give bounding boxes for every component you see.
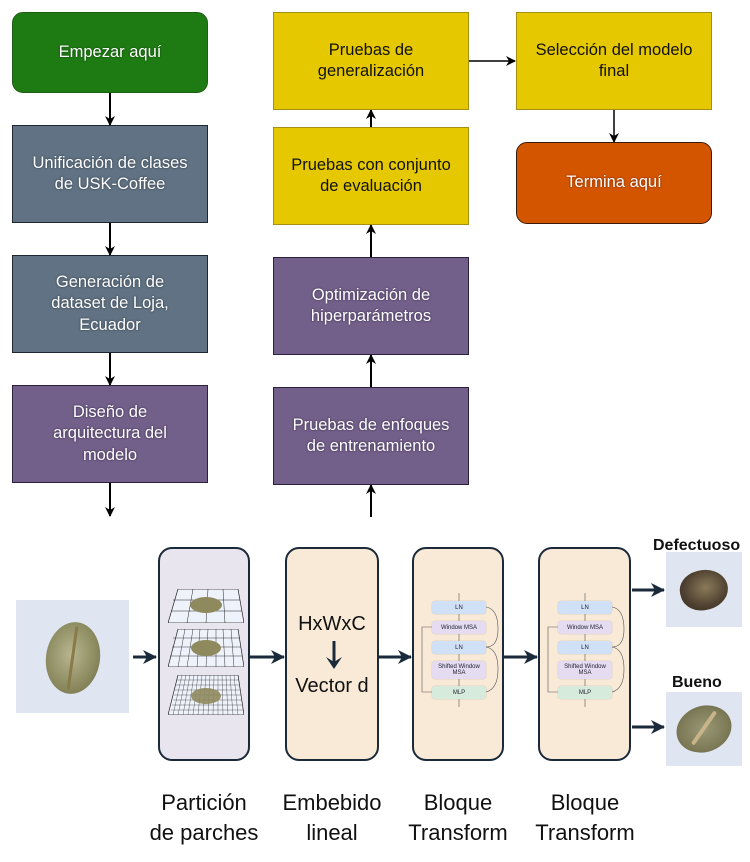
caption-line: Transform [535, 819, 635, 845]
step-unificacion-clases: Unificación de clases de USK-Coffee [12, 125, 208, 223]
linear-embedding-stage: HxWxC Vector d [285, 547, 379, 761]
step-pruebas-enfoques: Pruebas de enfoques de entrenamiento [273, 387, 469, 485]
step-label-line: Unificación de clases [32, 153, 188, 172]
mlp-block: MLP [558, 686, 612, 699]
step-label-line: Pruebas de enfoques [292, 415, 450, 434]
embedding-output-vector: Vector d [295, 675, 369, 697]
step-label-line: arquitectura del [53, 424, 167, 443]
output-label-defectuoso: Defectuoso [653, 537, 741, 554]
caption-line: Bloque [550, 790, 620, 815]
step-label-line: Selección del modelo [535, 40, 693, 59]
step-pruebas-generalizacion: Pruebas de generalización [273, 12, 469, 110]
step-label-line: Pruebas de [328, 40, 414, 59]
end-node: Termina aquí [516, 142, 712, 224]
patch-grid-coarse [168, 589, 244, 623]
layer-norm-1: LN [558, 601, 612, 614]
step-label-line: de USK-Coffee [54, 175, 166, 193]
caption-line: de parches [149, 819, 259, 845]
embedding-input-dims: HxWxC [298, 613, 366, 635]
output-label-bueno: Bueno [672, 674, 722, 691]
window-msa: Window MSA [558, 621, 612, 634]
start-node: Empezar aquí [12, 12, 208, 93]
step-label-line: dataset de Loja, [51, 294, 169, 313]
start-node-label: Empezar aquí [58, 42, 162, 61]
transformer-block-1: LN Window MSA LN Shifted Window MSA MLP [412, 547, 504, 761]
caption-line: Bloque [423, 790, 493, 815]
caption-line: lineal [306, 819, 358, 845]
layer-norm-2: LN [432, 641, 486, 654]
layer-norm-1: LN [432, 601, 486, 614]
step-label-line: de evaluación [320, 177, 422, 195]
patch-grid-medium [168, 629, 244, 667]
arrow-down-icon [326, 641, 342, 669]
shifted-msa-line1: Shifted Window [438, 663, 480, 670]
patch-partition-stage [158, 547, 250, 761]
step-label-line: de entrenamiento [306, 437, 436, 455]
layer-norm-2: LN [558, 641, 612, 654]
step-label-line: Pruebas con conjunto [291, 155, 451, 174]
step-label-line: modelo [82, 445, 138, 464]
step-optimizacion-hiperparametros: Optimización de hiperparámetros [273, 257, 469, 355]
step-label-line: Diseño de [72, 402, 148, 421]
shifted-msa-line2: MSA [452, 670, 466, 676]
shifted-msa-line2: MSA [578, 670, 592, 676]
step-label-line: Optimización de [311, 285, 431, 304]
step-pruebas-evaluacion: Pruebas con conjunto de evaluación [273, 127, 469, 225]
caption-embebido-lineal: Embebido lineal [262, 788, 402, 847]
mlp-block: MLP [432, 686, 486, 699]
caption-bloque-transform-2: Bloque Transform [515, 788, 655, 847]
transformer-block-2: LN Window MSA LN Shifted Window MSA MLP [538, 547, 631, 761]
output-image-defectuoso [666, 552, 742, 627]
shifted-window-msa: Shifted Window MSA [558, 661, 612, 679]
step-label-line: final [598, 62, 630, 80]
shifted-window-msa: Shifted Window MSA [432, 661, 486, 679]
shifted-msa-line1: Shifted Window [564, 663, 606, 670]
step-generacion-dataset: Generación de dataset de Loja, Ecuador [12, 255, 208, 353]
step-label-line: Generación de [55, 272, 165, 291]
step-label-line: generalización [317, 62, 425, 80]
end-node-label: Termina aquí [566, 173, 662, 192]
caption-line: Transform [408, 819, 508, 845]
defective-bean-shape [675, 564, 733, 616]
caption-bloque-transform-1: Bloque Transform [388, 788, 528, 847]
caption-particion-parches: Partición de parches [134, 788, 274, 847]
output-image-bueno [666, 692, 742, 766]
step-diseno-arquitectura: Diseño de arquitectura del modelo [12, 385, 208, 483]
step-label-line: hiperparámetros [310, 307, 432, 325]
input-coffee-bean-image [16, 600, 129, 713]
caption-line: Embebido [282, 790, 382, 815]
caption-line: Partición [161, 790, 247, 815]
block-connectors [547, 593, 625, 707]
step-seleccion-modelo: Selección del modelo final [516, 12, 712, 110]
window-msa: Window MSA [432, 621, 486, 634]
patch-grid-fine [168, 675, 244, 715]
step-label-line: Ecuador [79, 315, 141, 334]
block-connectors [421, 593, 499, 707]
